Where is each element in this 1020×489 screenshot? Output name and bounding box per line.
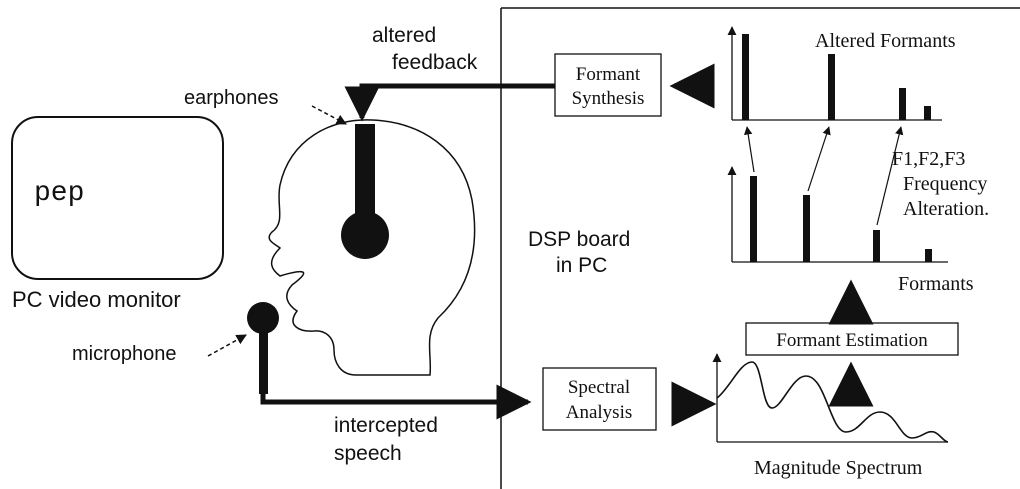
formant-bar-f3 (873, 230, 880, 262)
microphone-stem (259, 332, 268, 394)
alteration-label-3: Alteration. (903, 198, 989, 220)
intercepted-speech-label-1: intercepted (334, 414, 438, 437)
formants-title: Formants (898, 273, 974, 295)
microphone-label: microphone (72, 343, 177, 365)
spectral-analysis-box (542, 367, 657, 431)
altered-feedback-label-1: altered (372, 24, 436, 47)
speech-wire (260, 384, 532, 420)
formant-bar-f2 (803, 195, 810, 262)
earphones-label: earphones (184, 87, 279, 109)
altered-formants-title: Altered Formants (815, 30, 956, 52)
head-outline (268, 119, 476, 376)
altered-bar-f4 (924, 106, 931, 120)
monitor-screen-text: pep (34, 178, 84, 209)
microphone-pointer (207, 334, 247, 357)
monitor-caption: PC video monitor (12, 287, 181, 312)
formant-estimation-box (745, 322, 959, 356)
altered-bar-f2 (828, 54, 835, 120)
alteration-arrow-f2 (807, 126, 831, 192)
formant-synthesis-box (554, 53, 662, 117)
altered-feedback-label-2: feedback (392, 51, 478, 74)
earphone-cup (341, 211, 389, 259)
formant-synthesis-label-2: Synthesis (572, 88, 645, 109)
formant-estimation-label: Formant Estimation (776, 330, 928, 351)
spectrum-curve (716, 361, 949, 443)
dsp-board-label-1: DSP board (528, 228, 630, 251)
microphone-head (247, 302, 279, 334)
altered-bar-f3 (899, 88, 906, 120)
dsp-board-label-2: in PC (556, 254, 607, 277)
intercepted-speech-label-2: speech (334, 442, 402, 465)
formant-bar-f4 (925, 249, 932, 262)
alteration-arrow-f1 (744, 126, 755, 173)
formant-synthesis-label-1: Formant (576, 64, 641, 85)
alteration-arrow-f3 (876, 126, 904, 226)
magnitude-spectrum-title: Magnitude Spectrum (754, 457, 923, 479)
alteration-label-1: F1,F2,F3 (892, 148, 965, 170)
spectral-analysis-label-2: Analysis (566, 402, 633, 423)
pc-monitor (11, 116, 224, 280)
feedback-wire (344, 83, 555, 122)
earphones-pointer (311, 105, 347, 125)
spectral-analysis-label-1: Spectral (568, 377, 630, 398)
altered-bar-f1 (742, 34, 749, 120)
earphone-band (355, 124, 375, 234)
alteration-label-2: Frequency (903, 173, 987, 195)
formant-bar-f1 (750, 176, 757, 262)
